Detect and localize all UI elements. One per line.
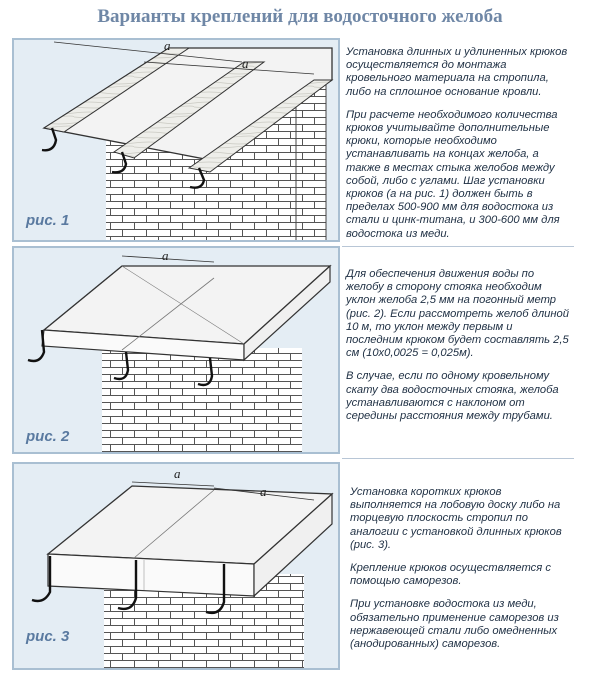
paragraph: В случае, если по одному кровельному ска… <box>346 370 559 423</box>
gutter-slope-illustration: a <box>27 248 332 452</box>
gutter-hook <box>27 329 46 363</box>
gutter-long-hooks-illustration: a a <box>41 40 334 240</box>
page-title: Варианты креплений для водосточного жело… <box>97 6 503 27</box>
gutter-hook <box>113 351 130 381</box>
section-divider <box>342 246 574 247</box>
gutter-hook <box>205 564 226 615</box>
gutter-hook <box>111 151 128 174</box>
text-block-1: Установка длинных и удлиненных крюков ос… <box>346 46 572 251</box>
paragraph: При установке водостока из меди, обязате… <box>350 598 559 651</box>
paragraph: Установка коротких крюков выполняется на… <box>350 486 562 551</box>
dimension-label: a <box>174 466 181 481</box>
paragraph: Для обеспечения движения воды по желобу … <box>346 268 569 360</box>
dimension-label: a <box>164 40 171 53</box>
paragraph: Крепление крюков осуществляется с помощь… <box>350 562 551 588</box>
gutter-hook <box>189 167 206 189</box>
figure-label: рис. 1 <box>26 212 70 229</box>
dimension-label: a <box>162 248 169 263</box>
section-divider <box>342 458 574 459</box>
gutter-short-hooks-illustration: a a <box>31 466 334 668</box>
figure-panel-1: a a рис. 1 <box>12 38 340 242</box>
gutter-hook <box>117 560 138 611</box>
brick-wall <box>102 348 302 452</box>
figure-label: рис. 3 <box>26 628 70 645</box>
dimension-label: a <box>242 56 249 71</box>
paragraph: Установка длинных и удлиненных крюков ос… <box>346 46 568 98</box>
figure-panel-3: a a рис. 3 <box>12 462 340 670</box>
text-block-2: Для обеспечения движения воды по желобу … <box>346 268 572 433</box>
figure-panel-2: a рис. 2 <box>12 246 340 454</box>
gutter-hook <box>197 357 214 387</box>
text-block-3: Установка коротких крюков выполняется на… <box>350 486 576 661</box>
paragraph: При расчете необходимого количества крюк… <box>346 108 560 240</box>
dimension-label: a <box>260 484 267 499</box>
gutter-hook <box>31 556 52 603</box>
gutter-hook <box>41 127 58 152</box>
figure-label: рис. 2 <box>26 428 70 445</box>
